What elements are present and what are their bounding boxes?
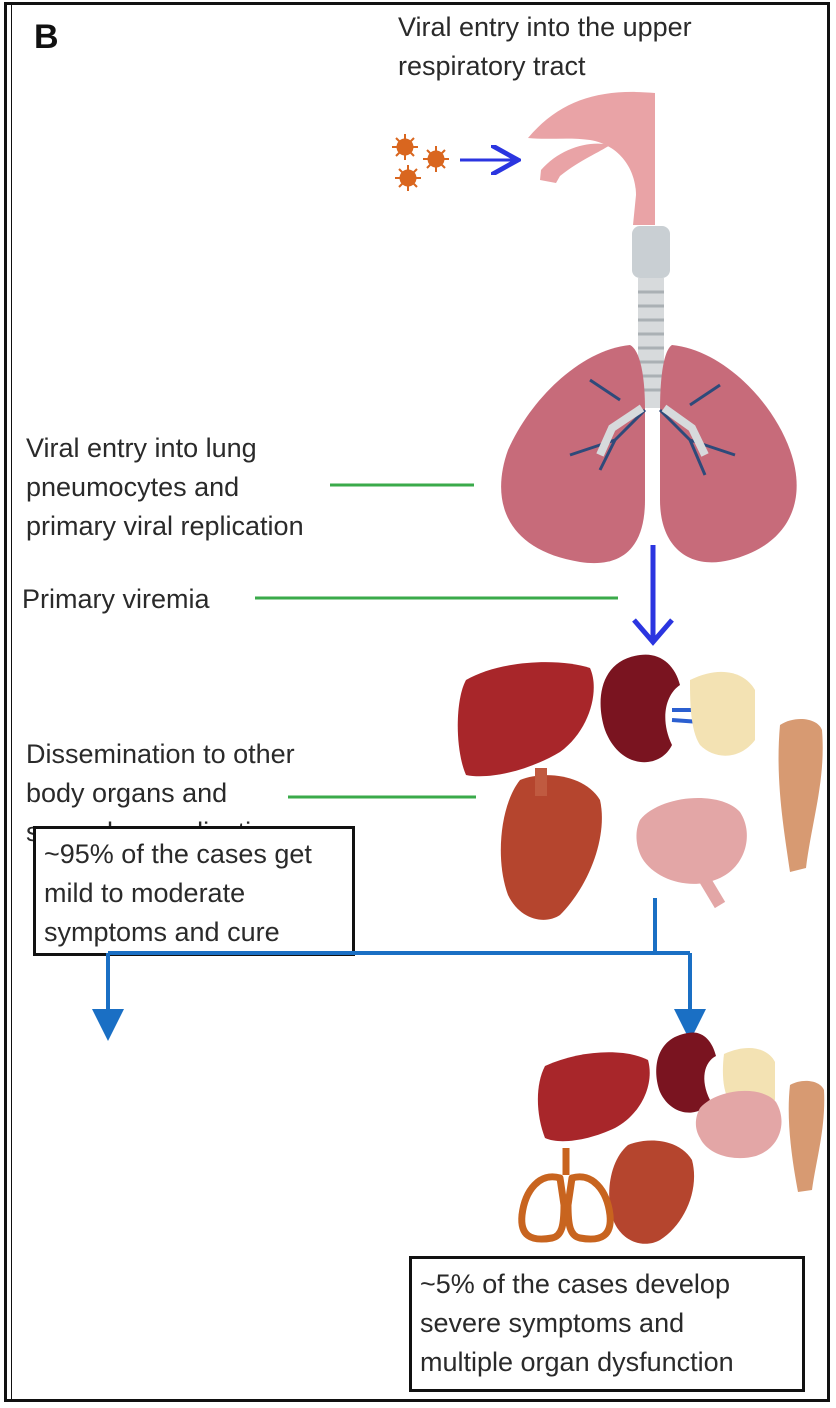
brain-icon — [636, 798, 746, 905]
airway-icon — [528, 92, 655, 225]
muscle-icon — [789, 1081, 825, 1192]
branch-arrow — [108, 898, 690, 1025]
liver-icon — [538, 1052, 650, 1141]
heart-icon — [609, 1140, 694, 1243]
brain-icon — [696, 1091, 782, 1158]
muscle-icon — [779, 719, 823, 872]
heart-icon — [501, 768, 602, 920]
liver-icon — [458, 662, 594, 776]
damaged-lungs-icon — [522, 1148, 611, 1239]
kidney-icon — [601, 655, 700, 763]
kidney-icon — [656, 1032, 716, 1112]
virus-icon — [392, 134, 449, 191]
intestine-icon — [690, 672, 755, 756]
